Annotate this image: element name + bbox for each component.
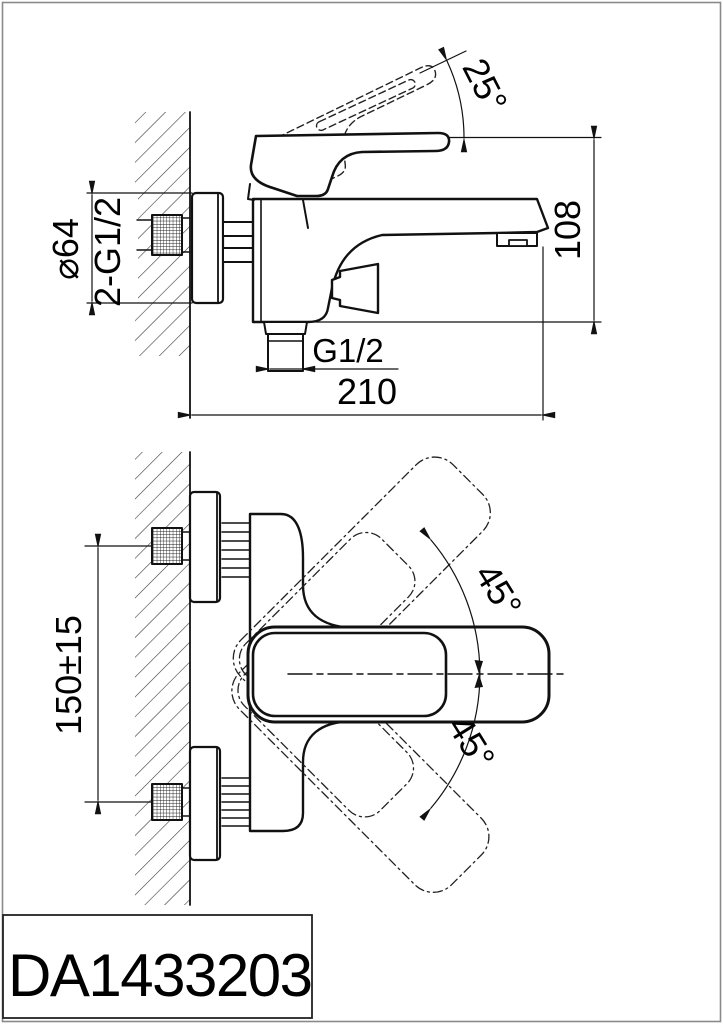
pipe-stub	[222, 221, 254, 237]
handle-lift-angle-label: 25°	[455, 52, 516, 119]
dimension-210: 210	[177, 246, 556, 421]
dimension-108: 108	[311, 125, 602, 335]
handle-lever	[249, 131, 451, 198]
diverter-knob	[330, 262, 380, 315]
dimension-flange: ⌀64 2-G1/2	[45, 180, 193, 316]
outlet-thread-label: G1/2	[312, 332, 384, 369]
title-block: DA1433203	[2, 914, 313, 1019]
side-view: 25° 108 ⌀64 2-G1/2 G1/2 210	[45, 46, 602, 421]
part-number-box	[2, 914, 313, 1019]
wall-thread-label: 2-G1/2	[87, 197, 128, 307]
pipe-stub	[222, 247, 254, 263]
spout-height-label: 108	[547, 200, 588, 260]
outlet-pipe	[267, 333, 304, 372]
wall-nut	[151, 214, 183, 256]
dimension-150: 150±15	[48, 533, 153, 815]
wall-hatch	[135, 452, 190, 905]
dimension-25deg: 25°	[419, 46, 516, 153]
faucet-body-spout	[251, 197, 550, 324]
part-number: DA1433203	[8, 942, 311, 1009]
outlet-collar	[263, 321, 308, 335]
label-halo	[98, 194, 138, 310]
flange-diameter-label: ⌀64	[45, 218, 86, 280]
connection-spacing-label: 150±15	[48, 615, 89, 735]
lower-connection	[151, 745, 251, 862]
upper-connection	[151, 490, 251, 604]
dimension-outlet-thread: G1/2	[255, 332, 399, 373]
overall-depth-label: 210	[337, 371, 397, 412]
front-view: 45° 45° 150±15	[48, 451, 567, 906]
handle-swing-up-label: 45°	[467, 556, 531, 624]
